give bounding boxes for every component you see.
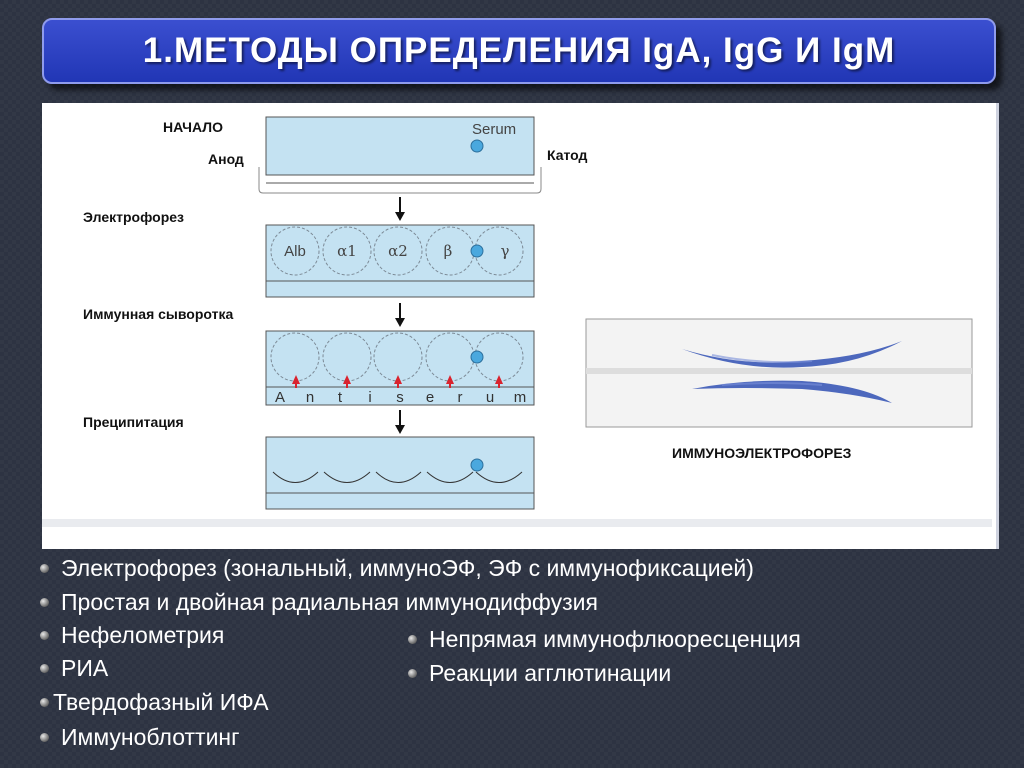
electrophoresis-step-label: Электрофорез	[83, 209, 184, 225]
antiserum-letter: s	[396, 389, 404, 406]
gel-tray	[258, 167, 542, 194]
diagram-panel: Serum Alb α1 α2 β γ	[42, 103, 999, 549]
antiserum-letter: u	[486, 389, 494, 406]
serum-spot	[470, 458, 484, 472]
fraction-label: γ	[501, 242, 510, 260]
panel-footer-strip	[42, 519, 992, 527]
bullet-icon	[40, 698, 49, 707]
antiserum-letter: r	[458, 389, 463, 406]
list-item: Реакции агглютинации	[408, 660, 671, 687]
list-item: Нефелометрия	[40, 622, 224, 649]
down-arrow-icon	[395, 410, 405, 434]
electrophoresis-diagram: Serum Alb α1 α2 β γ	[42, 116, 992, 527]
serum-label: Serum	[472, 121, 516, 138]
bullet-icon	[40, 664, 49, 673]
cathode-label: Катод	[547, 147, 588, 163]
antiserum-arrows	[292, 375, 503, 388]
bullet-icon	[40, 598, 49, 607]
list-item: Простая и двойная радиальная иммунодиффу…	[40, 589, 598, 616]
fraction-label: Alb	[284, 243, 306, 260]
gel-strip-precipitation	[265, 436, 535, 510]
gel-strip-electrophoresis	[265, 224, 535, 298]
antiserum-letter: A	[275, 389, 285, 406]
antiserum-letter: e	[426, 389, 434, 406]
antiserum-letter: n	[306, 389, 314, 406]
immune-serum-step-label: Иммунная сыворотка	[83, 306, 234, 322]
down-arrow-icon	[395, 303, 405, 327]
bullet-icon	[40, 564, 49, 573]
fraction-label: β	[444, 242, 453, 260]
bullet-icon	[40, 733, 49, 742]
title-bar: 1.МЕТОДЫ ОПРЕДЕЛЕНИЯ IgA, IgG И IgM	[42, 18, 996, 84]
fraction-zone-alb	[270, 226, 320, 276]
bullet-icon	[408, 635, 417, 644]
fraction-label: α1	[337, 242, 357, 260]
list-item: РИА	[40, 655, 108, 682]
anode-label: Анод	[208, 151, 244, 167]
precipitation-step-label: Преципитация	[83, 414, 184, 430]
serum-spot	[470, 139, 484, 153]
immunoelectrophoresis-image	[585, 318, 973, 428]
fraction-zone-g	[474, 226, 524, 276]
fraction-zone-a2	[373, 226, 423, 276]
list-item: Электрофорез (зональный, иммуноЭФ, ЭФ с …	[40, 555, 754, 582]
bullet-icon	[408, 669, 417, 678]
serum-spot	[470, 244, 484, 258]
antiserum-letter: i	[368, 389, 371, 406]
list-item: Твердофазный ИФА	[40, 689, 269, 716]
bullet-icon	[40, 631, 49, 640]
immunoelectrophoresis-caption: ИММУНОЭЛЕКТРОФОРЕЗ	[672, 445, 852, 461]
antiserum-letter: t	[338, 389, 343, 406]
start-label: НАЧАЛО	[163, 119, 223, 135]
down-arrow-icon	[395, 197, 405, 221]
list-item: Иммуноблоттинг	[40, 724, 240, 751]
gel-strip-antiserum	[265, 330, 535, 406]
precipitation-arcs	[272, 471, 523, 483]
fraction-zone-a1	[322, 226, 372, 276]
list-item: Непрямая иммунофлюоресценция	[408, 626, 801, 653]
gel-strip-start	[265, 116, 535, 176]
serum-spot	[470, 350, 484, 364]
fraction-label: α2	[388, 242, 408, 260]
slide-title: 1.МЕТОДЫ ОПРЕДЕЛЕНИЯ IgA, IgG И IgM	[142, 31, 896, 70]
antiserum-letter: m	[514, 389, 527, 406]
